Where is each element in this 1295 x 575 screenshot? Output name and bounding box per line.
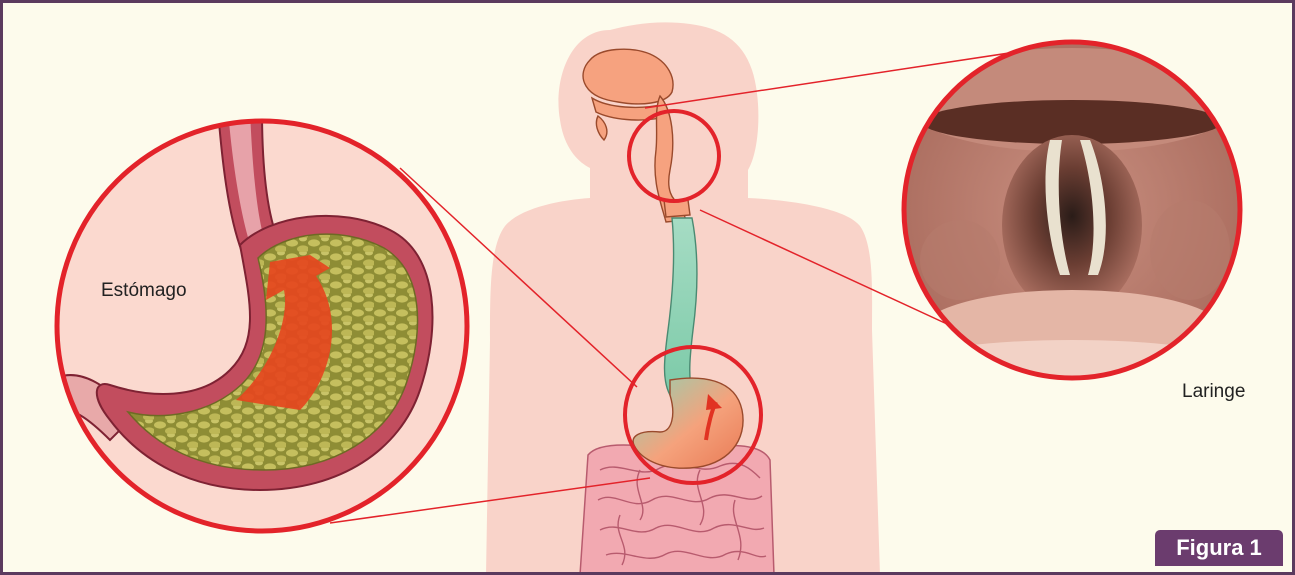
stomach-label: Estómago	[101, 280, 187, 302]
figure-number-badge: Figura 1	[1155, 530, 1283, 566]
larynx-detail-zoom	[902, 42, 1242, 380]
larynx-label: Laringe	[1182, 381, 1245, 403]
